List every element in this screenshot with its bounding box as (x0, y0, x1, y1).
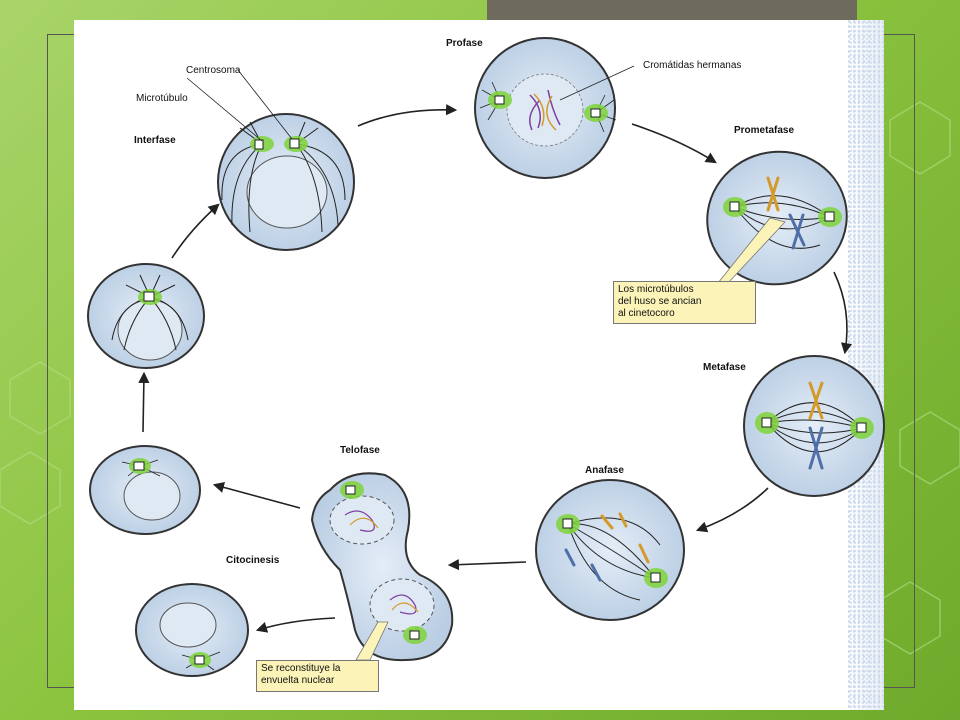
metafase-cell (743, 355, 885, 497)
label-metafase: Metafase (703, 362, 746, 373)
arrow-interfase-to-profase (357, 104, 458, 127)
arrow-citocinesis-to-daughter-bottom (255, 617, 336, 633)
prometafase-cell (706, 150, 848, 286)
arrow-telofase-to-daughter-left (212, 481, 301, 509)
label-anafase: Anafase (585, 465, 624, 476)
profase-cell (474, 37, 635, 179)
label-interfase: Interfase (134, 135, 176, 146)
arrow-profase-to-prometafase (631, 123, 717, 164)
callout-cinetocoro-line2: del huso se ancian (618, 296, 702, 307)
label-profase: Profase (446, 38, 483, 49)
arrow-prometafase-to-metafase (833, 271, 852, 355)
arrow-metafase-to-anafase (695, 487, 769, 533)
arrow-early-to-interfase (171, 203, 220, 259)
interfase-cell (186, 69, 355, 251)
label-citocinesis: Citocinesis (226, 555, 280, 566)
arrow-anafase-to-telofase (447, 559, 527, 571)
label-telofase: Telofase (340, 445, 380, 456)
arrow-daughter-left-up (138, 371, 150, 433)
label-microtubulo: Microtúbulo (136, 93, 188, 104)
callout-envoltura: Se reconstituye la envuelta nuclear (256, 660, 379, 692)
label-cromatidas: Cromátidas hermanas (643, 60, 741, 71)
daughter-cell-left (89, 445, 201, 535)
stippled-edge (848, 20, 884, 710)
top-accent-bar (487, 0, 857, 20)
anafase-cell (535, 479, 685, 621)
callout-envoltura-line2: envuelta nuclear (261, 675, 335, 686)
cycle-arrows (138, 104, 852, 633)
early-interphase-cell (87, 263, 205, 369)
daughter-cell-bottom (135, 583, 249, 677)
label-centrosoma: Centrosoma (186, 65, 241, 76)
telofase-cell (310, 472, 454, 662)
callout-cinetocoro-line3: al cinetocoro (618, 308, 675, 319)
callout-cinetocoro-line1: Los microtúbulos (618, 284, 694, 295)
label-prometafase: Prometafase (734, 125, 794, 136)
callout-envoltura-line1: Se reconstituye la (261, 663, 341, 674)
callout-cinetocoro: Los microtúbulos del huso se ancian al c… (613, 281, 756, 324)
